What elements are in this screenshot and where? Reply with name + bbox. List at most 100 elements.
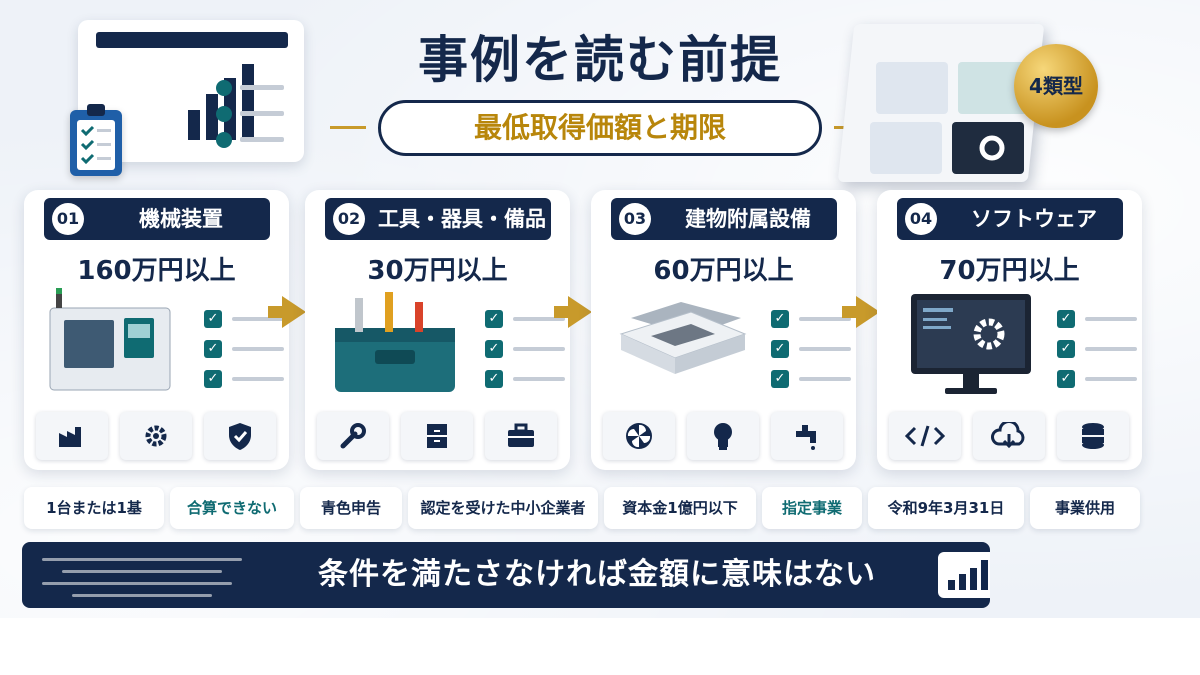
clipboard-icon bbox=[70, 104, 122, 176]
checklist-line bbox=[513, 317, 565, 321]
checklist-item: ✓ bbox=[771, 368, 851, 398]
type-count-badge: 4類型 bbox=[1014, 44, 1098, 128]
checklist-item: ✓ bbox=[485, 368, 565, 398]
checklist-line bbox=[799, 347, 851, 351]
subtitle-pill: 最低取得価額と期限 bbox=[378, 100, 822, 156]
checklist-item: ✓ bbox=[485, 308, 565, 338]
growth-chart-icon bbox=[938, 552, 990, 598]
dashboard-bar bbox=[188, 110, 200, 140]
dashboard-header-bar bbox=[96, 32, 288, 48]
checklist-item: ✓ bbox=[771, 308, 851, 338]
toolbox-illustration bbox=[335, 292, 455, 392]
speed-line bbox=[42, 582, 232, 585]
checklist-item: ✓ bbox=[1057, 308, 1137, 338]
clipboard-clip bbox=[87, 104, 105, 116]
cnc-machine-illustration bbox=[49, 288, 171, 391]
book-tile-aircon bbox=[870, 122, 942, 174]
condition-tag: 資本金1億円以下 bbox=[604, 487, 756, 529]
category-card-software: 04 ソフトウェア 70万円以上 ✓ ✓ ✓ bbox=[877, 190, 1142, 470]
bottom-strip bbox=[0, 618, 1200, 675]
check-icon: ✓ bbox=[485, 340, 503, 358]
monitor-illustration bbox=[911, 294, 1031, 394]
checklist-line bbox=[1085, 317, 1137, 321]
check-icon: ✓ bbox=[204, 310, 222, 328]
card-checklist: ✓ ✓ ✓ bbox=[1057, 308, 1137, 398]
checklist-item: ✓ bbox=[485, 338, 565, 368]
database-icon bbox=[1057, 412, 1129, 460]
checklist-item: ✓ bbox=[204, 368, 284, 398]
check-icon: ✓ bbox=[771, 340, 789, 358]
page-title: 事例を読む前提 bbox=[418, 31, 782, 89]
speed-line bbox=[42, 558, 242, 561]
wrench-icon bbox=[317, 412, 389, 460]
clipboard-paper bbox=[77, 120, 115, 170]
shield-check-icon bbox=[204, 412, 276, 460]
category-card-machinery: 01 機械装置 160万円以上 ✓ ✓ ✓ bbox=[24, 190, 289, 470]
card-checklist: ✓ ✓ ✓ bbox=[771, 308, 851, 398]
growth-bar bbox=[959, 574, 966, 590]
lightbulb-icon bbox=[687, 412, 759, 460]
card-title: 建物附属設備 bbox=[685, 207, 811, 231]
speed-line bbox=[62, 570, 222, 573]
book-tile-machine bbox=[876, 62, 948, 114]
check-icon: ✓ bbox=[1057, 340, 1075, 358]
card-checklist: ✓ ✓ ✓ bbox=[485, 308, 565, 398]
clipboard-checks bbox=[80, 125, 111, 165]
card-min-price: 70万円以上 bbox=[939, 256, 1080, 286]
card-min-price: 60万円以上 bbox=[653, 256, 794, 286]
checklist-line bbox=[513, 347, 565, 351]
checklist-item: ✓ bbox=[1057, 368, 1137, 398]
condition-tag: 事業供用 bbox=[1030, 487, 1140, 529]
card-icon-row bbox=[36, 412, 279, 462]
growth-bar bbox=[981, 560, 988, 590]
checklist-item: ✓ bbox=[1057, 338, 1137, 368]
check-icon: ✓ bbox=[771, 310, 789, 328]
card-title: 工具・器具・備品 bbox=[378, 207, 546, 231]
card-min-price: 30万円以上 bbox=[367, 256, 508, 286]
flow-arrow bbox=[268, 296, 306, 328]
conclusion-banner: 条件を満たさなければ金額に意味はない bbox=[22, 542, 990, 608]
card-number: 03 bbox=[619, 203, 651, 235]
dashboard-illustration bbox=[78, 20, 304, 162]
briefcase-icon bbox=[485, 412, 557, 460]
card-header: 01 機械装置 bbox=[44, 198, 270, 240]
card-number: 01 bbox=[52, 203, 84, 235]
checklist-line bbox=[1085, 377, 1137, 381]
card-header: 04 ソフトウェア bbox=[897, 198, 1123, 240]
card-icon-row bbox=[603, 412, 846, 462]
subtitle-dash-left bbox=[330, 126, 366, 129]
checklist-line bbox=[232, 347, 284, 351]
book-tile-software bbox=[952, 122, 1024, 174]
checklist-item: ✓ bbox=[204, 338, 284, 368]
condition-tag: 認定を受けた中小企業者 bbox=[408, 487, 598, 529]
condition-tag: 令和9年3月31日 bbox=[868, 487, 1024, 529]
condition-tag: 青色申告 bbox=[300, 487, 402, 529]
card-icon-row bbox=[317, 412, 560, 462]
gear-icon bbox=[979, 135, 1005, 161]
condition-tag: 合算できない bbox=[170, 487, 294, 529]
check-icon: ✓ bbox=[771, 370, 789, 388]
checklist-item: ✓ bbox=[771, 338, 851, 368]
checklist-line bbox=[1085, 347, 1137, 351]
card-header: 03 建物附属設備 bbox=[611, 198, 837, 240]
gear-icon bbox=[120, 412, 192, 460]
flow-arrow bbox=[554, 296, 592, 328]
dashboard-bar bbox=[242, 64, 254, 140]
card-title: 機械装置 bbox=[139, 207, 223, 231]
growth-bar bbox=[970, 568, 977, 590]
dashboard-checklist-icon bbox=[216, 80, 284, 148]
checklist-item: ✓ bbox=[204, 308, 284, 338]
subtitle-row: 最低取得価額と期限 bbox=[330, 100, 870, 156]
dashboard-bar bbox=[206, 94, 218, 140]
condition-tag: 指定事業 bbox=[762, 487, 862, 529]
code-icon bbox=[889, 412, 961, 460]
check-icon: ✓ bbox=[204, 370, 222, 388]
ceiling-aircon-illustration bbox=[619, 302, 747, 374]
faucet-icon bbox=[771, 412, 843, 460]
cabinet-icon bbox=[401, 412, 473, 460]
card-title: ソフトウェア bbox=[971, 207, 1097, 231]
check-icon: ✓ bbox=[485, 370, 503, 388]
card-header: 02 工具・器具・備品 bbox=[325, 198, 551, 240]
check-icon: ✓ bbox=[1057, 370, 1075, 388]
card-checklist: ✓ ✓ ✓ bbox=[204, 308, 284, 398]
